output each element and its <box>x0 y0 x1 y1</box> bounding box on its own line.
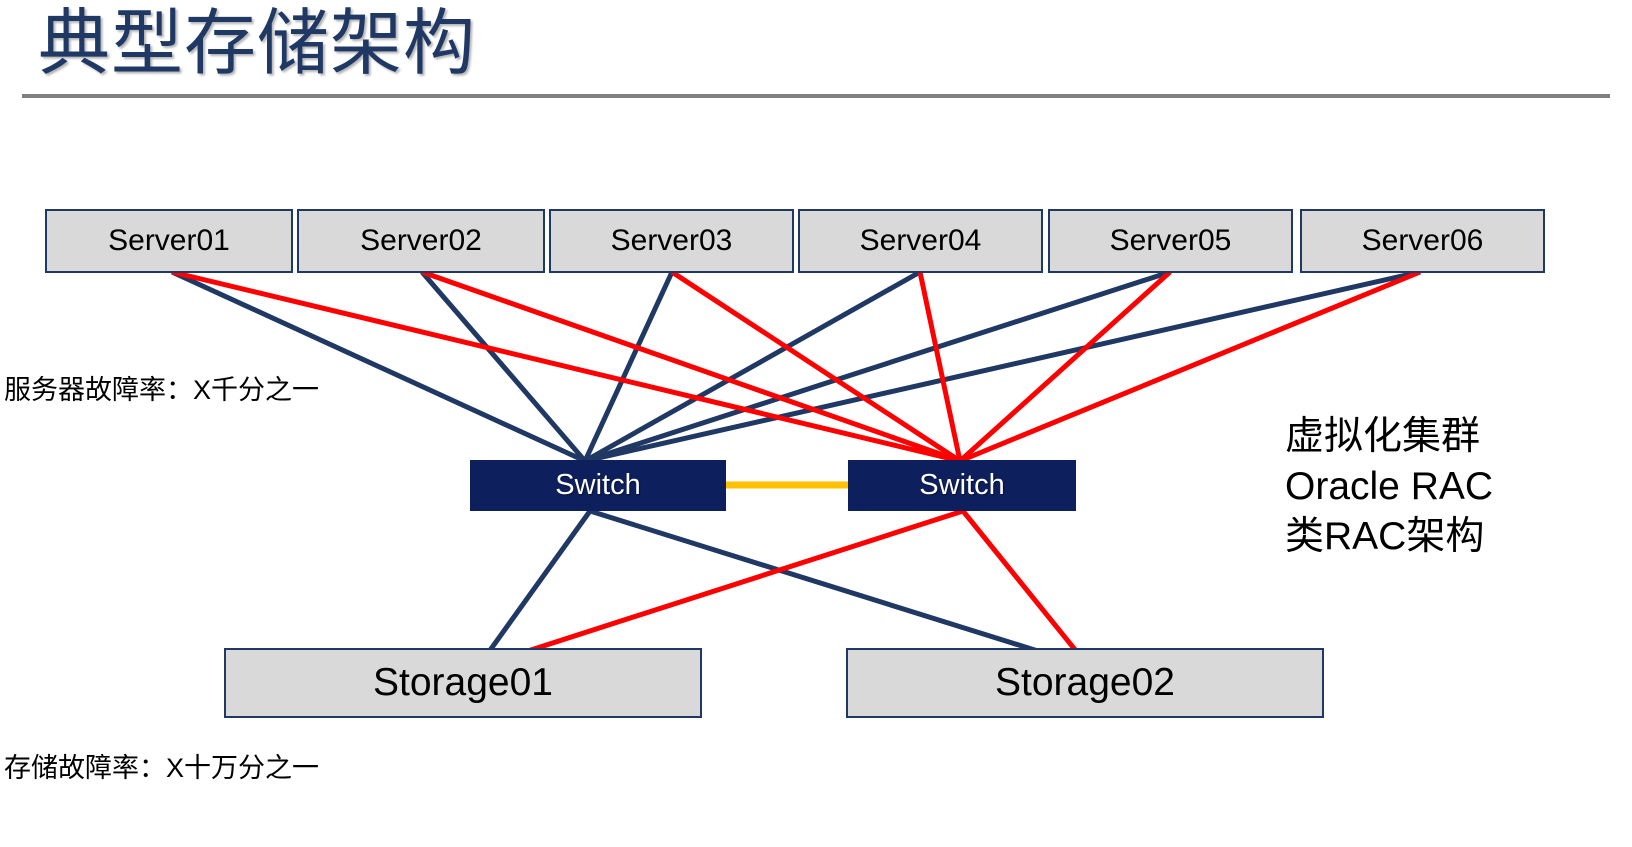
link-server04-switch02 <box>917 271 963 462</box>
cluster-note-line-1: 虚拟化集群 <box>1285 415 1481 458</box>
link-server02-switch01 <box>420 270 587 463</box>
page-title: 典型存储架构 <box>38 4 477 84</box>
node-server-01[interactable]: Server01 <box>45 209 293 273</box>
link-server04-switch01 <box>583 269 922 464</box>
note-server-failure-rate: 服务器故障率：X千分之一 <box>4 375 320 405</box>
links-servers-to-switch-01 <box>170 269 1421 464</box>
node-server-03[interactable]: Server03 <box>549 209 794 273</box>
cluster-note-line-3: 类RAC架构 <box>1285 515 1485 558</box>
link-server01-switch02 <box>171 269 961 464</box>
link-switch01-storage02 <box>589 508 1090 670</box>
links-servers-to-switch-02 <box>171 269 1421 464</box>
node-switch-02[interactable]: Switch <box>848 460 1076 511</box>
node-server-05[interactable]: Server05 <box>1048 209 1293 273</box>
node-storage-02[interactable]: Storage02 <box>846 648 1324 718</box>
node-switch-01[interactable]: Switch <box>470 460 726 511</box>
link-server05-switch01 <box>584 269 1171 464</box>
link-server02-switch02 <box>421 269 961 464</box>
links-switch02-to-storages <box>477 508 1091 670</box>
link-server05-switch02 <box>958 270 1172 463</box>
link-switch02-storage01 <box>477 508 964 670</box>
node-storage-01[interactable]: Storage01 <box>224 648 702 718</box>
node-server-02[interactable]: Server02 <box>297 209 545 273</box>
link-server03-switch02 <box>670 269 962 464</box>
node-server-06[interactable]: Server06 <box>1300 209 1545 273</box>
links-switch01-to-storages <box>475 508 1090 670</box>
cluster-note-line-2: Oracle RAC <box>1285 465 1494 508</box>
note-cluster-types: 虚拟化集群 Oracle RAC 类RAC架构 <box>1285 412 1493 562</box>
title-divider <box>22 94 1610 98</box>
link-switch01-storage01 <box>475 509 593 669</box>
node-server-04[interactable]: Server04 <box>798 209 1043 273</box>
note-storage-failure-rate: 存储故障率：X十万分之一 <box>4 753 320 783</box>
link-switch02-storage02 <box>961 509 1091 669</box>
link-server01-switch01 <box>170 269 587 464</box>
link-server03-switch01 <box>582 270 675 463</box>
